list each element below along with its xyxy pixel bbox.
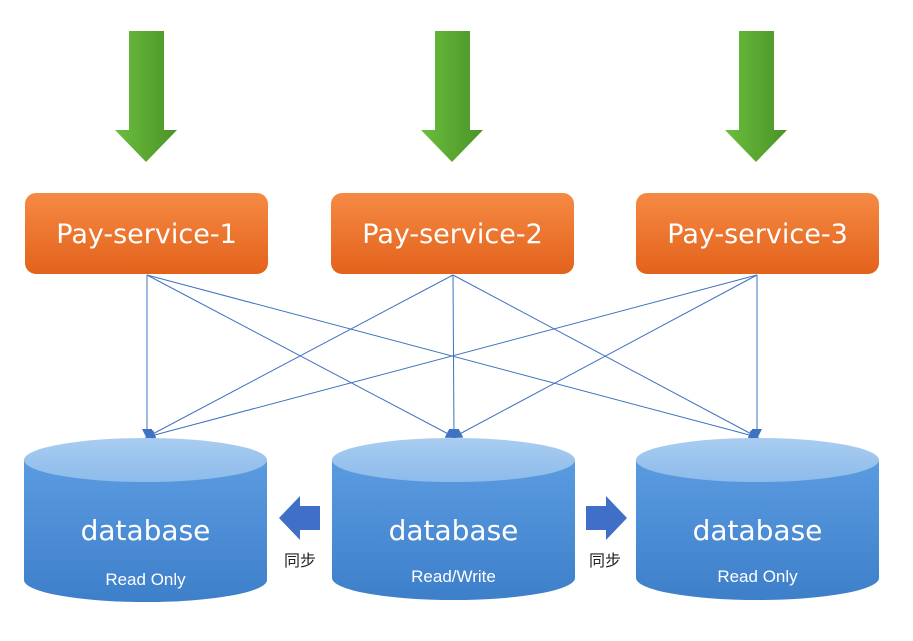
database-icon [636,460,879,600]
green-down-arrow-icon [725,31,787,162]
green-down-arrow-icon [421,31,483,162]
database-cylinder-1: database Read Only [24,438,267,602]
database-mode: Read/Write [411,567,496,586]
connector-s3-db2 [452,274,758,438]
service-box-2: Pay-service-2 [331,193,574,274]
sync-label: 同步 [589,551,621,570]
database-icon [332,460,575,600]
database-title: database [693,514,823,547]
database-cylinder-2: database Read/Write [332,438,575,600]
service-label: Pay-service-1 [56,219,237,250]
connector-s3-db1 [145,274,758,440]
connector-lines [142,274,762,440]
blue-left-arrow-icon [279,496,320,540]
database-mode: Read Only [717,567,798,586]
incoming-arrow-3 [725,31,787,162]
sync-arrow-left: 同步 [279,496,320,570]
sync-label: 同步 [284,551,316,570]
service-box-1: Pay-service-1 [25,193,268,274]
incoming-arrow-1 [115,31,177,162]
service-label: Pay-service-3 [667,219,848,250]
blue-right-arrow-icon [586,496,627,540]
sync-arrow-right: 同步 [586,496,627,570]
connector-s2-db1 [145,274,454,438]
database-title: database [81,514,211,547]
database-mode: Read Only [105,570,186,589]
incoming-arrow-2 [421,31,483,162]
green-down-arrow-icon [115,31,177,162]
database-icon [24,460,267,602]
service-label: Pay-service-2 [362,219,543,250]
database-title: database [389,514,519,547]
database-cylinder-3: database Read Only [636,438,879,600]
service-box-3: Pay-service-3 [636,193,879,274]
